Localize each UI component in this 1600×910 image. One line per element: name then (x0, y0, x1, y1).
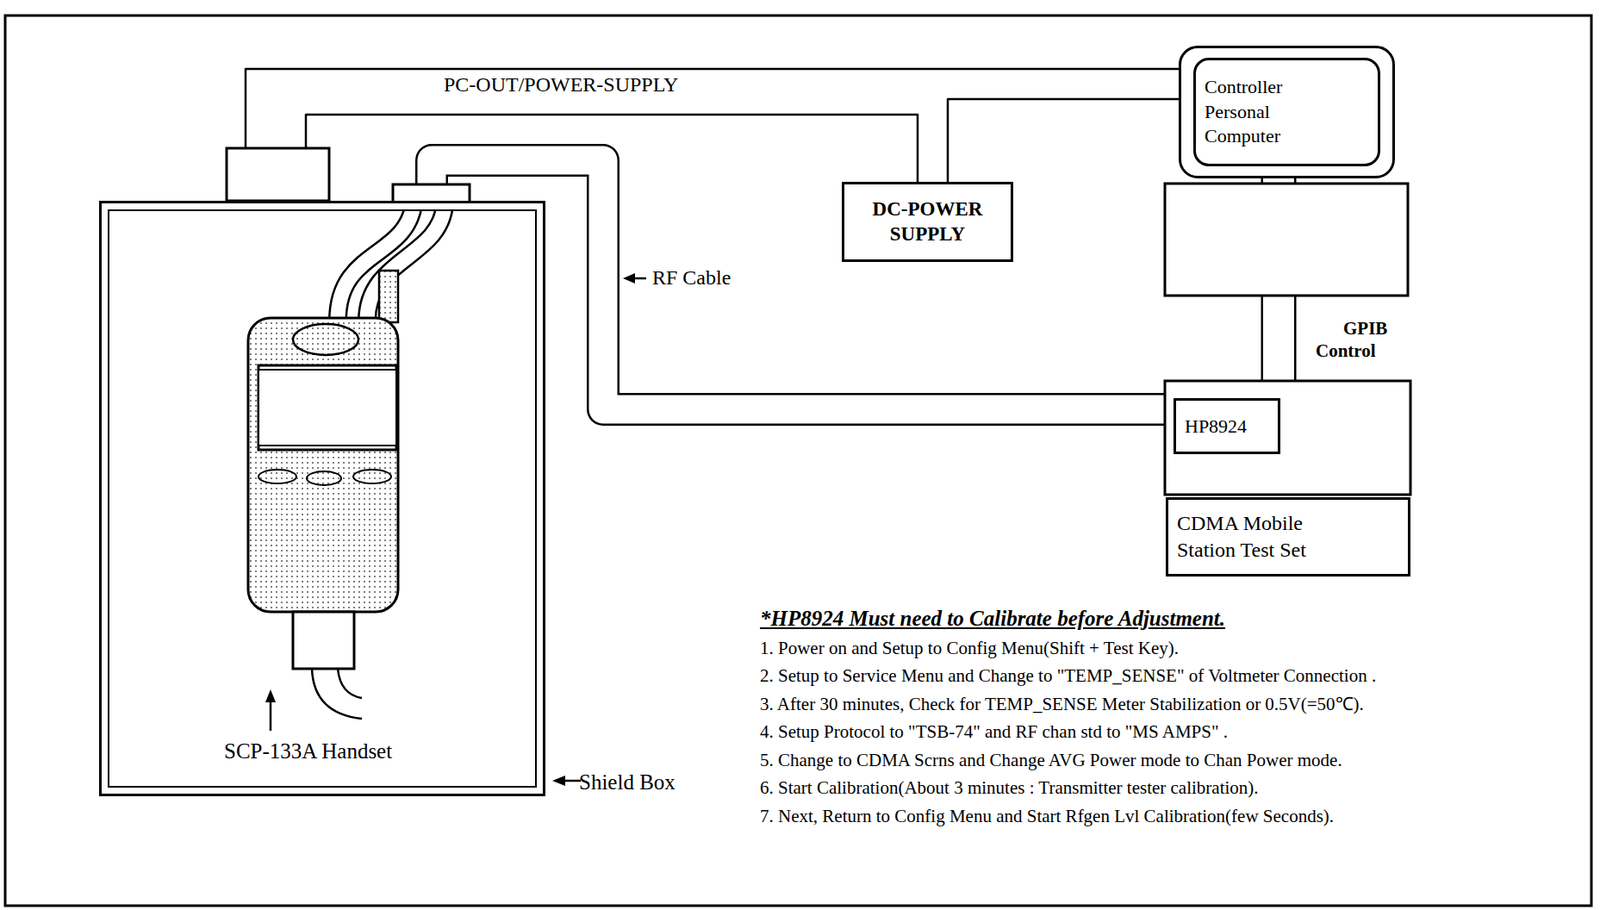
note-step: 6. Start Calibration(About 3 minutes : T… (759, 777, 1259, 798)
leader-arrow (633, 277, 647, 281)
handset-bottom-cable (337, 668, 362, 698)
leader-arrow (269, 699, 273, 731)
arrow-head (552, 775, 566, 786)
node-text: HP8924 (1176, 415, 1247, 438)
handset-key (353, 469, 392, 484)
handset-antenna (379, 270, 399, 323)
handset-display (258, 369, 397, 446)
handset-key (258, 469, 297, 484)
pc-out-connector (226, 148, 330, 201)
note-step: 2. Setup to Service Menu and Change to "… (759, 665, 1376, 686)
controller-monitor: Controller Personal Computer (1178, 45, 1395, 179)
cable-label: RF Cable (652, 266, 731, 291)
node-frame: HP8924 (1176, 400, 1278, 452)
note-step: 4. Setup Protocol to "TSB-74" and RF cha… (759, 721, 1228, 742)
handset-earpiece (292, 323, 359, 355)
handset-display (258, 365, 397, 450)
cable-line (947, 99, 1179, 182)
shield-box: Shield Box (99, 200, 546, 797)
cable-label: GPIB Control (1315, 317, 1402, 363)
node-text: CDMA Mobile Station Test Set (1168, 510, 1367, 564)
wire-connector (947, 99, 1179, 182)
node-text: Shield Box (578, 770, 676, 796)
handset-body (248, 317, 399, 612)
cable-line (245, 68, 1179, 201)
page-frame (5, 15, 1592, 906)
cable-label: PC-OUT/POWER-SUPPLY (443, 73, 679, 98)
handset-key (306, 471, 342, 486)
arrow-head (265, 689, 276, 703)
leader-arrow (563, 779, 581, 783)
node-frame: CDMA Mobile Station Test Set (1168, 499, 1408, 574)
node-frame: Shield Box (101, 203, 543, 794)
handset-bottom-connector (292, 611, 355, 669)
note-step: 5. Change to CDMA Scrns and Change AVG P… (759, 749, 1343, 771)
computer-body (1164, 183, 1408, 296)
node-text: DC-POWER SUPPLY (867, 197, 989, 248)
note-step: 1. Power on and Setup to Config Menu(Shi… (759, 637, 1179, 659)
note-heading: *HP8924 Must need to Calibrate before Ad… (759, 606, 1226, 632)
wire-connector (245, 68, 1179, 201)
note-step: 3. After 30 minutes, Check for TEMP_SENS… (759, 693, 1364, 715)
handset-bottom-cable (311, 668, 362, 719)
test-set-unit (1164, 380, 1411, 495)
handset-label: SCP-133A Handset (224, 739, 393, 765)
node-text: Controller Personal Computer (1195, 74, 1308, 150)
rf-connector (392, 184, 470, 203)
hp8924-box: HP8924 (1173, 398, 1281, 455)
test-set-label-box: CDMA Mobile Station Test Set (1165, 497, 1411, 577)
arrow-head (622, 273, 636, 284)
power-supply-box: DC-POWER SUPPLY (841, 181, 1014, 262)
note-step: 7. Next, Return to Config Menu and Start… (759, 805, 1334, 827)
node-frame: Controller Personal Computer (1193, 57, 1381, 167)
node-frame: DC-POWER SUPPLY (844, 184, 1011, 260)
